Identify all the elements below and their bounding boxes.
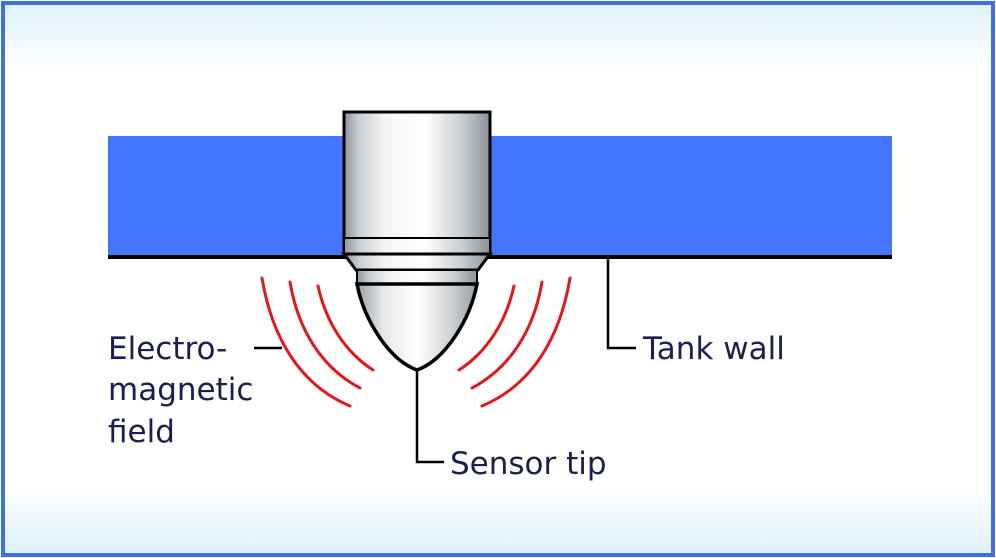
label-field-line2: magnetic (108, 372, 253, 408)
field-arcs-left (260, 276, 375, 408)
field-arc-left-3 (316, 284, 375, 372)
field-arc-right-3 (457, 284, 516, 372)
label-field-line3: field (108, 414, 175, 450)
sensor-collar (341, 252, 493, 272)
sensor-thread-ring (343, 237, 491, 255)
label-field-line1: Electro- (108, 331, 227, 367)
field-arc-right-1 (480, 276, 572, 408)
sensor (341, 110, 493, 372)
sensor-body (342, 110, 492, 256)
field-arcs-right (457, 276, 572, 408)
label-sensor-tip: Sensor tip (450, 446, 607, 482)
sensor-neck (356, 269, 478, 285)
sensor-tip (354, 282, 480, 372)
leader-tank-wall (606, 258, 636, 350)
field-arc-left-2 (288, 280, 362, 390)
background (4, 4, 992, 554)
field-arc-left-1 (260, 276, 352, 408)
tank-wall-block (108, 136, 892, 257)
field-arc-right-2 (470, 280, 544, 390)
label-tank-wall: Tank wall (642, 331, 785, 367)
leader-sensor-tip (415, 371, 444, 464)
